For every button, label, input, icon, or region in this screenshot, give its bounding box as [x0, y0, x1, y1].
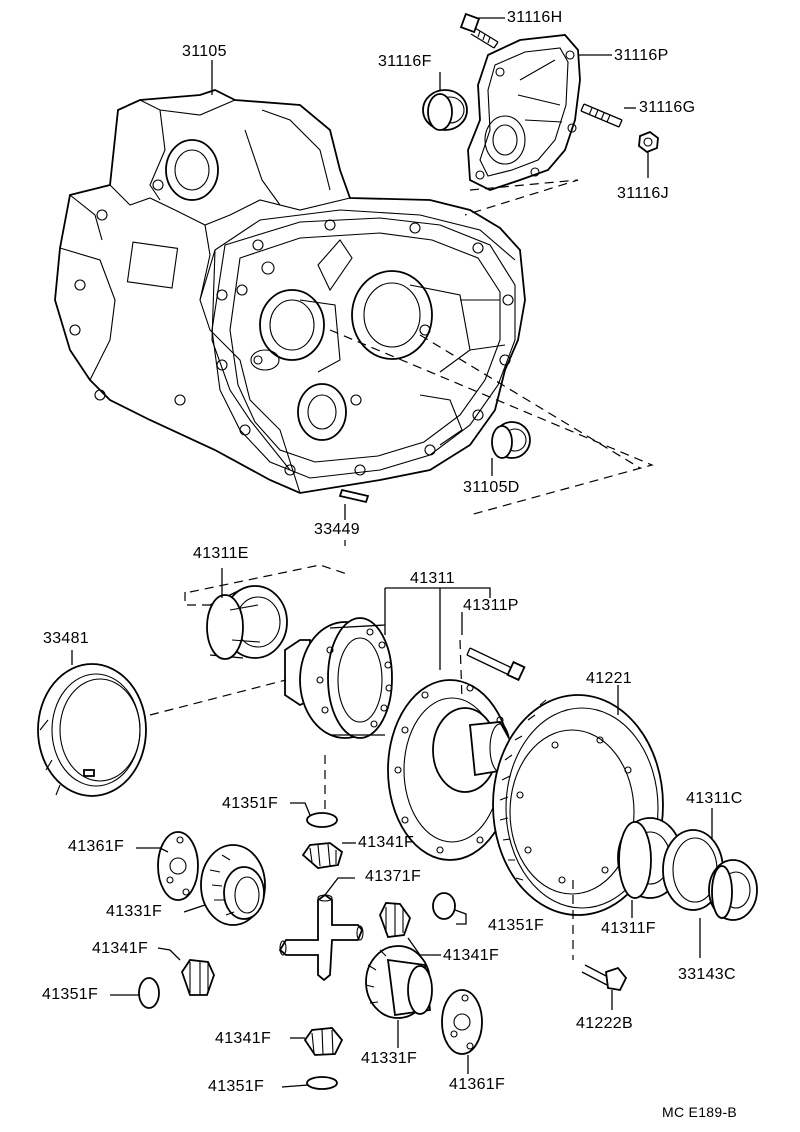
pinion-shaft-41371F: [278, 893, 364, 982]
case-cover: [467, 34, 581, 191]
bearing-41311E: [206, 585, 288, 660]
label-31116J: 31116J: [617, 185, 669, 202]
label-41341F-upper: 41341F: [358, 834, 415, 851]
label-41331F-lower: 41331F: [361, 1050, 418, 1067]
bolt-31116H: [459, 12, 499, 49]
oil-seal-31105D: [491, 421, 531, 459]
race-33481: [37, 663, 147, 797]
label-33449: 33449: [314, 521, 360, 538]
bolt-41222B: [581, 964, 628, 991]
side-gear-41331F-b: [365, 945, 433, 1019]
washer-41351F-c: [138, 977, 160, 1009]
label-41311F: 41311F: [601, 920, 656, 937]
label-31116G: 31116G: [639, 99, 696, 116]
label-41331F-left: 41331F: [106, 903, 163, 920]
label-41341F-left: 41341F: [92, 940, 149, 957]
label-41311: 41311: [410, 570, 455, 587]
label-41311C: 41311C: [686, 790, 743, 807]
label-31116P: 31116P: [614, 47, 669, 64]
washer-41351F-b: [432, 892, 456, 920]
pinion-41341F-b: [181, 959, 215, 996]
thrust-washer-41361F-b: [441, 989, 483, 1055]
label-41311E: 41311E: [193, 545, 249, 562]
label-41222B: 41222B: [576, 1015, 633, 1032]
label-31105D: 31105D: [463, 479, 520, 496]
diff-case-holes: [316, 628, 393, 728]
assembly-guide-lines: [149, 179, 654, 960]
label-31116H: 31116H: [507, 9, 563, 26]
label-41361F-left: 41361F: [68, 838, 125, 855]
label-41311P: 41311P: [463, 597, 519, 614]
bolt-41311P: [466, 647, 526, 682]
pin-33449: [338, 488, 370, 504]
label-31105: 31105: [182, 43, 227, 60]
thrust-washer-41361F-a: [157, 831, 199, 901]
washer-41351F-d: [306, 1076, 338, 1090]
nut-31116J: [638, 130, 659, 154]
seal-33143C: [708, 859, 758, 921]
label-41361F-lower: 41361F: [449, 1076, 506, 1093]
transaxle-case: [54, 89, 526, 494]
label-41351F-upper: 41351F: [222, 795, 279, 812]
label-41351F-right: 41351F: [488, 917, 545, 934]
oil-seal-31116F: [422, 89, 468, 131]
side-gear-41331F-a: [200, 844, 266, 926]
label-41221: 41221: [586, 670, 632, 687]
label-41341F-lower: 41341F: [215, 1030, 272, 1047]
flange-bolt-holes: [216, 219, 514, 476]
label-41371F: 41371F: [365, 868, 422, 885]
label-41351F-left: 41351F: [42, 986, 99, 1003]
leader-lines: [71, 17, 713, 1088]
pinion-41341F-c: [379, 902, 412, 938]
pinion-41341F-a: [301, 842, 344, 869]
label-33481: 33481: [43, 630, 89, 647]
pinion-41341F-d: [303, 1027, 344, 1056]
label-33143C: 33143C: [678, 966, 736, 983]
label-41341F-right: 41341F: [443, 947, 500, 964]
figure-code: MC E189-B: [662, 1104, 738, 1120]
label-31116F: 31116F: [378, 53, 432, 70]
label-41351F-lower: 41351F: [208, 1078, 265, 1095]
washer-41351F-a: [306, 812, 338, 828]
stud-31116G: [580, 103, 623, 128]
flange-half-holes: [394, 684, 507, 854]
